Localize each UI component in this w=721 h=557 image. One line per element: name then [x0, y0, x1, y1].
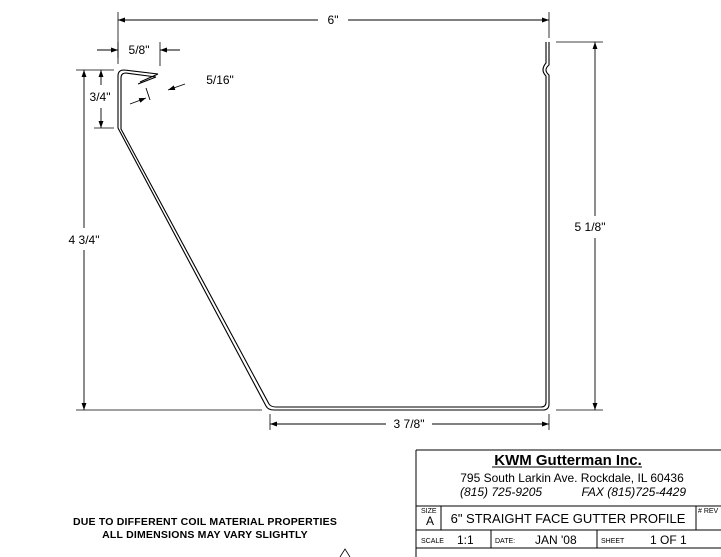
dim-hem: 5/16" [206, 73, 234, 87]
drawing-title: 6" STRAIGHT FACE GUTTER PROFILE [451, 511, 686, 526]
variance-note-line2: ALL DIMENSIONS MAY VARY SLIGHTLY [102, 529, 308, 541]
extension-lines [76, 12, 603, 430]
rev-label: # REV [698, 508, 719, 515]
dim-lip-width: 5/8" [129, 43, 150, 57]
date-label: DATE: [495, 538, 515, 545]
scale-value: 1:1 [457, 533, 474, 547]
dim-lip-height: 3/4" [90, 90, 111, 104]
scale-label: SCALE [421, 538, 444, 545]
dim-top-width: 6" [328, 13, 339, 27]
size-value: A [426, 514, 434, 528]
title-block [415, 449, 721, 557]
sheet-value: 1 OF 1 [650, 533, 687, 547]
size-label: SIZE [421, 508, 437, 515]
gutter-outline [117, 42, 550, 411]
dimension-lines [81, 17, 598, 427]
company-name: KWM Gutterman Inc. [494, 452, 642, 469]
cutoff-mark [339, 548, 351, 557]
sheet-label: SHEET [601, 538, 625, 545]
company-phone: (815) 725-9205 [460, 485, 542, 499]
date-value: JAN '08 [535, 533, 577, 547]
company-address: 795 South Larkin Ave. Rockdale, IL 60436 [460, 471, 684, 485]
dim-back-height: 5 1/8" [575, 220, 606, 234]
company-fax: FAX (815)725-4429 [581, 485, 686, 499]
dim-front-height: 4 3/4" [69, 233, 100, 247]
variance-note-line1: DUE TO DIFFERENT COIL MATERIAL PROPERTIE… [72, 516, 338, 528]
dim-bottom-width: 3 7/8" [394, 417, 425, 431]
